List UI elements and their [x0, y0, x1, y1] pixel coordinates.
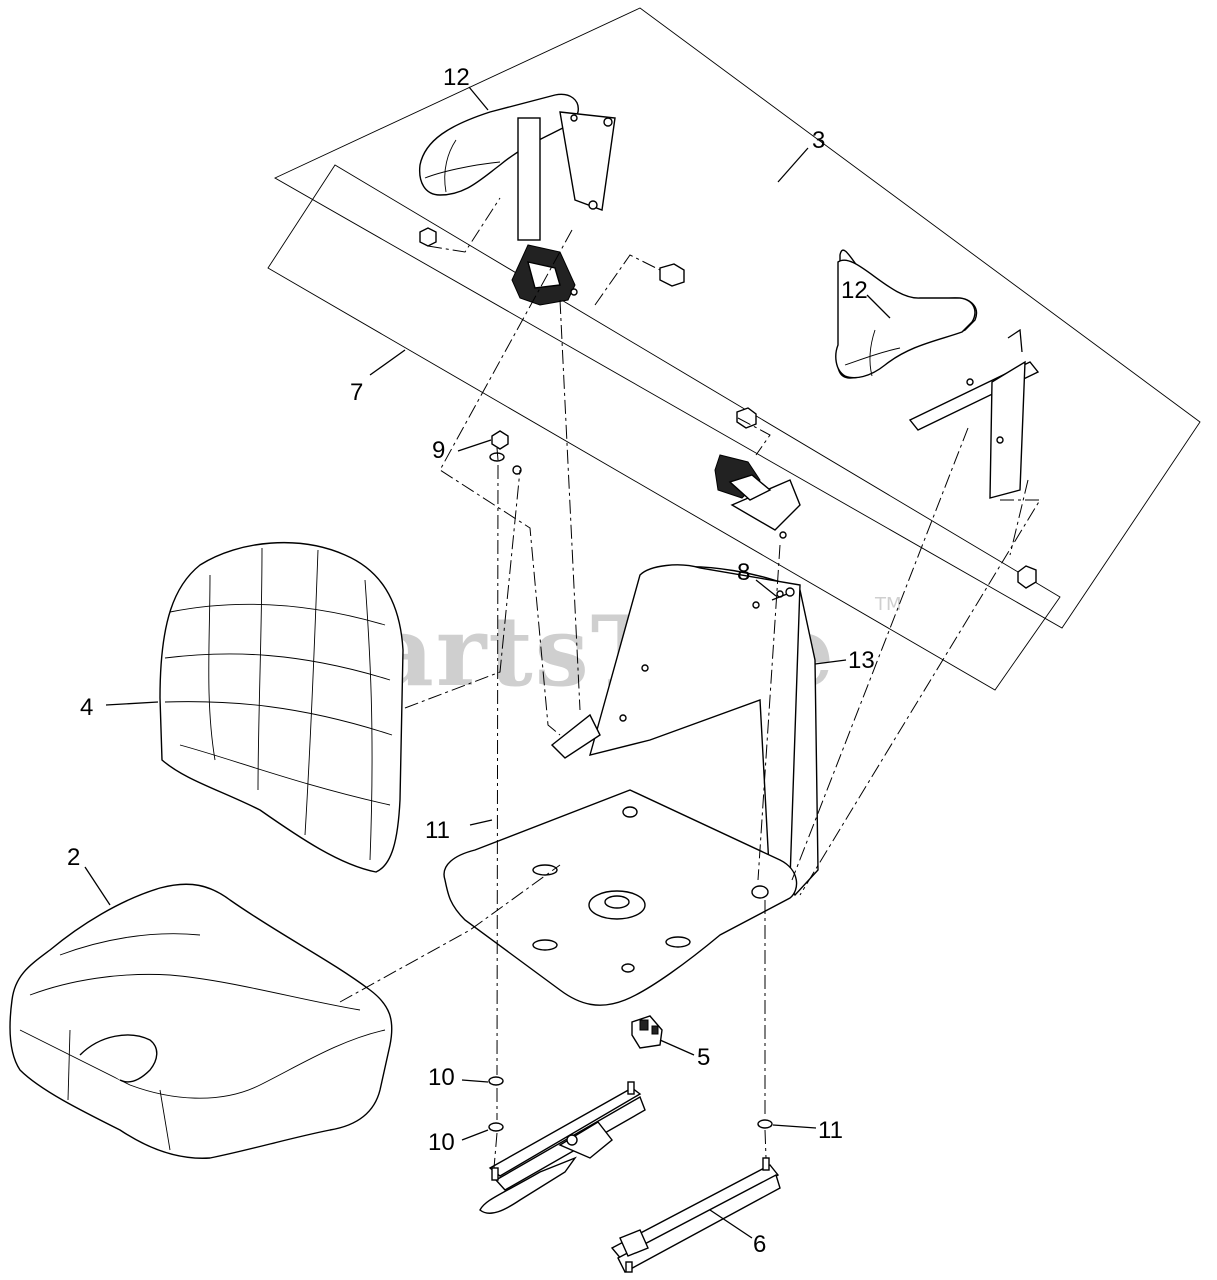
hardware-nut-9 — [491, 430, 509, 450]
seat-bottom-cushion — [9, 883, 393, 1159]
seatbelt-buckle-right — [714, 407, 801, 539]
seatbelt-buckle-left — [511, 244, 685, 306]
callout-10-lower: 10 — [428, 1129, 455, 1156]
hardware-washer-11-upper — [489, 452, 505, 462]
callout-6: 6 — [753, 1231, 766, 1258]
seat-slide-rail-right — [610, 1157, 781, 1273]
callout-13: 13 — [848, 647, 875, 674]
seat-back-cushion — [159, 542, 404, 873]
hardware-washer-10-lower — [488, 1122, 504, 1132]
callout-11-upper: 11 — [425, 817, 450, 844]
callout-5: 5 — [697, 1044, 710, 1071]
seat-slide-rail-left — [479, 1081, 646, 1214]
callout-10-upper: 10 — [428, 1064, 455, 1091]
hardware-washer-11-lower — [757, 1119, 773, 1129]
callout-leaders — [84, 86, 891, 1239]
callout-12-left: 12 — [443, 64, 470, 91]
callout-12-right: 12 — [841, 277, 868, 304]
alignment-lines — [339, 197, 1041, 1169]
hardware-pin-seatback — [512, 465, 522, 475]
seat-switch — [631, 1015, 663, 1049]
hardware-washer-10-upper — [488, 1076, 504, 1086]
callout-4: 4 — [80, 694, 93, 721]
watermark-trademark: TM — [874, 594, 902, 615]
armrest-right — [835, 249, 1040, 589]
callout-8: 8 — [737, 559, 750, 586]
seat-pan — [443, 564, 819, 1006]
hardware-bolt-8 — [771, 587, 795, 601]
callout-2: 2 — [67, 844, 80, 871]
callout-7: 7 — [350, 379, 363, 406]
callout-11-lower: 11 — [818, 1117, 843, 1144]
seatbelt-group-panel — [267, 164, 1061, 691]
callout-3: 3 — [812, 127, 825, 154]
callout-9: 9 — [432, 437, 445, 464]
armrest-left — [418, 93, 616, 247]
armrest-group-panel — [274, 7, 1201, 629]
